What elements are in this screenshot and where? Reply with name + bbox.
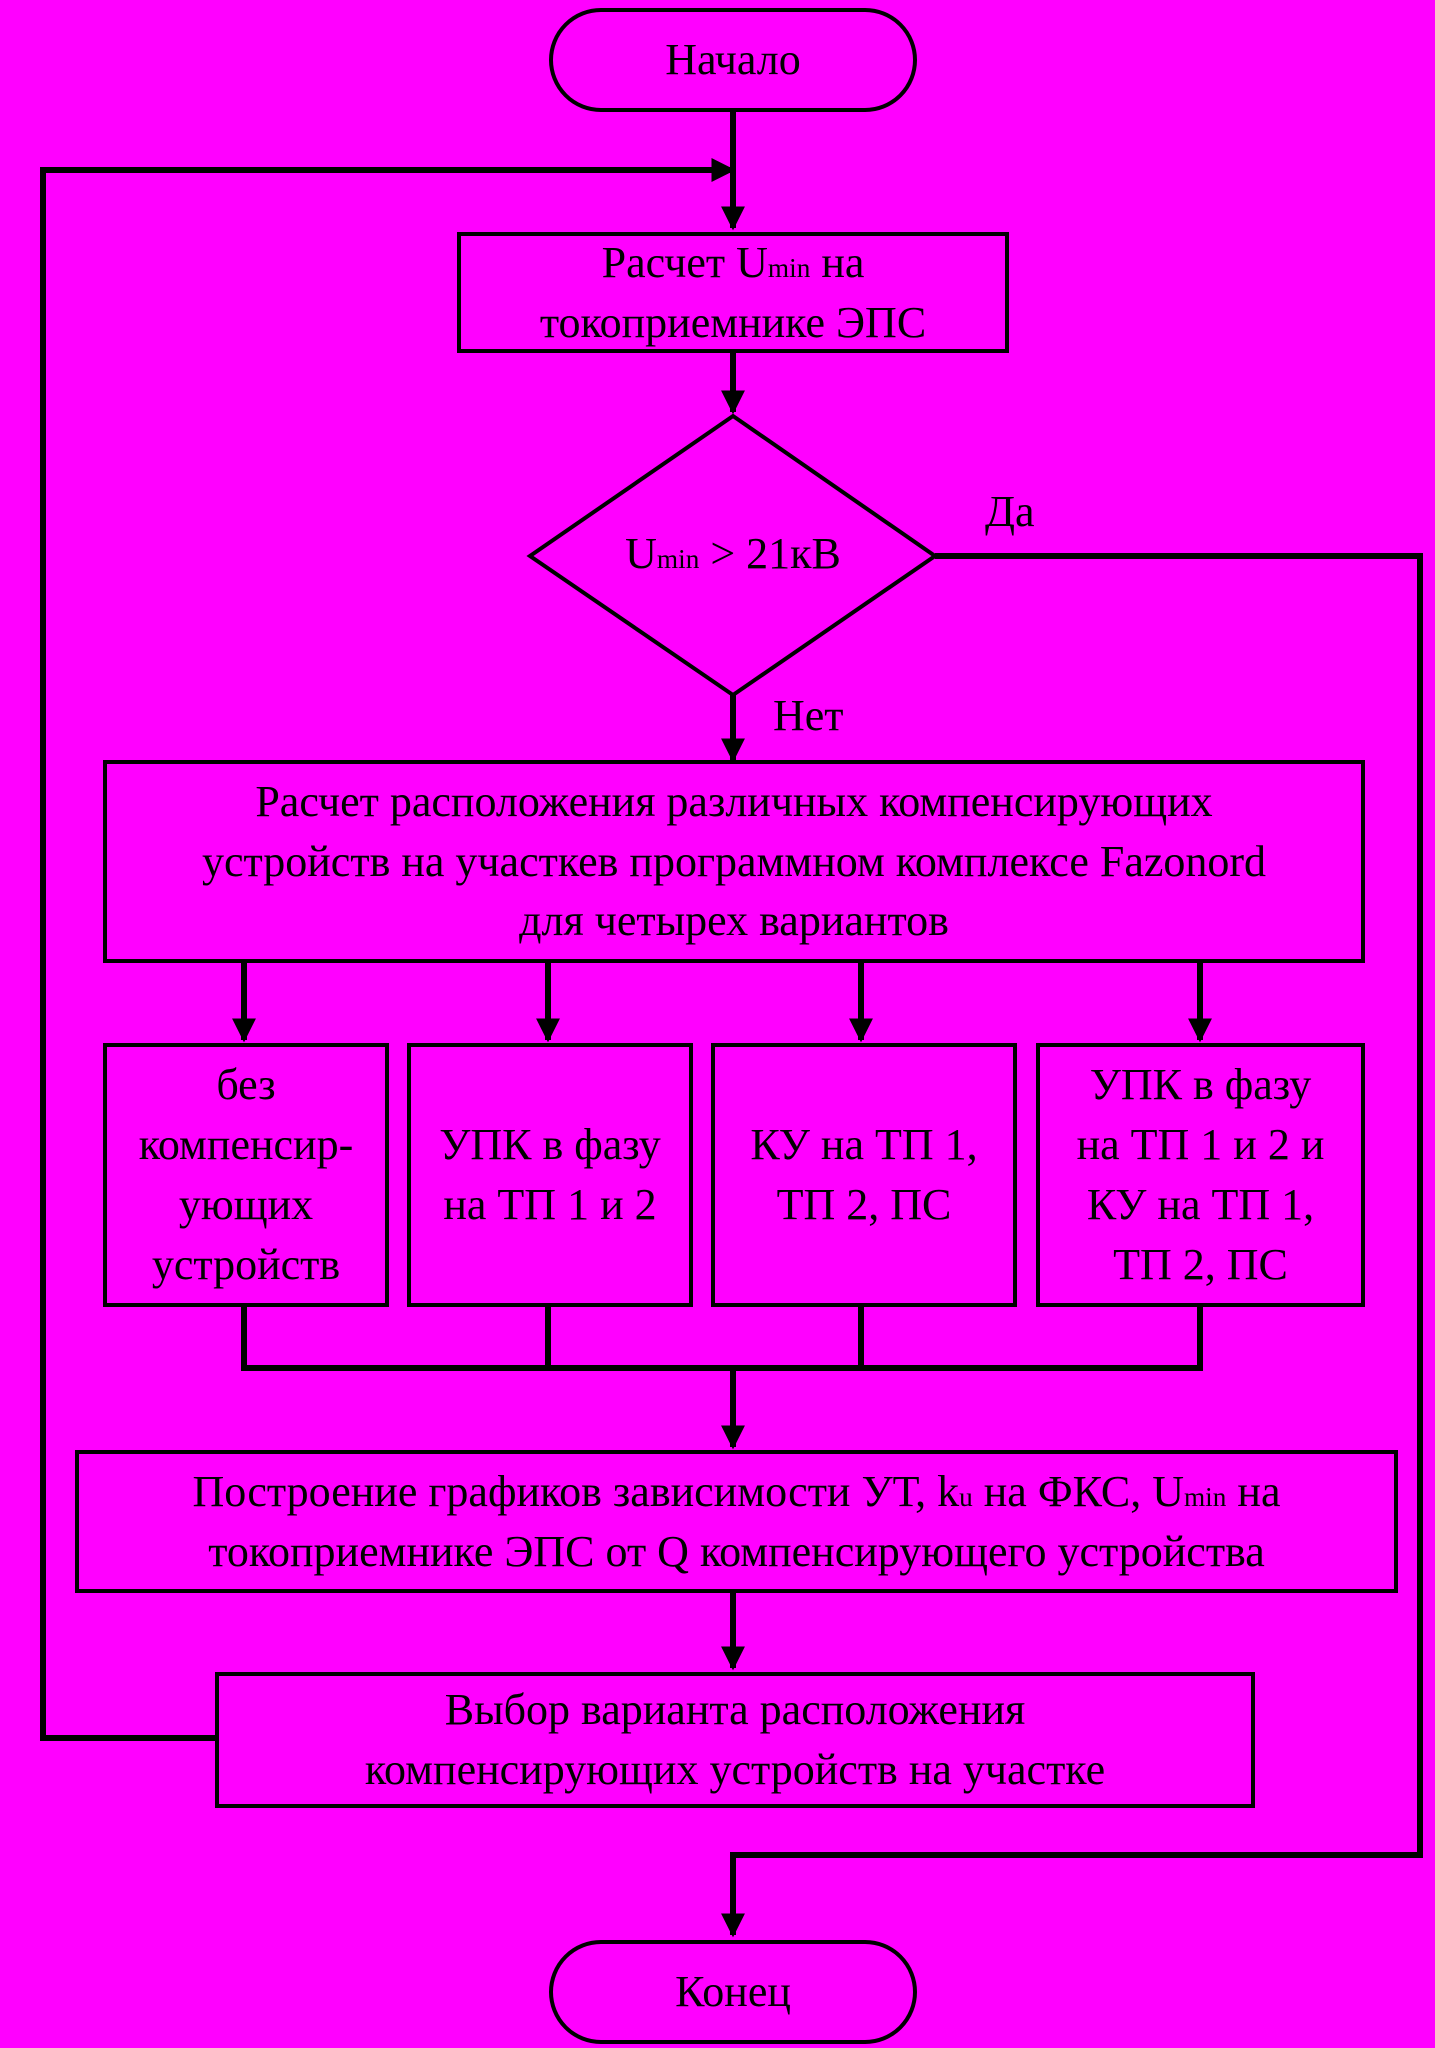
graphs-box: Построение графиков зависимости УТ, ku н… xyxy=(75,1450,1398,1593)
start-terminal: Начало xyxy=(549,8,917,112)
placement-calc-text: Расчет расположения различных компенсиру… xyxy=(201,776,1267,946)
decision-text: Umin > 21кВ xyxy=(625,529,841,578)
calc-umin-box: Расчет Umin на токоприемнике ЭПС xyxy=(457,232,1009,353)
yes-label: Да xyxy=(985,487,1035,536)
choice-text: Выбор варианта расположения компенсирующ… xyxy=(364,1685,1106,1794)
loop-back-line xyxy=(40,158,736,1741)
graphs-text: Построение графиков зависимости УТ, ku н… xyxy=(192,1466,1281,1576)
no-label: Нет xyxy=(773,691,844,740)
choice-box: Выбор варианта расположения компенсирующ… xyxy=(215,1672,1255,1808)
placement-calc-box: Расчет расположения различных компенсиру… xyxy=(103,760,1365,963)
yes-branch-line xyxy=(721,553,1423,1938)
variant-ku: КУ на ТП 1, ТП 2, ПС xyxy=(711,1043,1017,1307)
end-label: Конец xyxy=(675,1967,791,2017)
variant-no-compensation: без компенсир- ующих устройств xyxy=(103,1043,389,1307)
variant-upk: УПК в фазу на ТП 1 и 2 xyxy=(407,1043,693,1307)
calc-umin-text: Расчет Umin на токоприемнике ЭПС xyxy=(539,237,927,347)
start-label: Начало xyxy=(665,35,801,85)
end-terminal: Конец xyxy=(549,1940,917,2044)
variant-upk-ku: УПК в фазу на ТП 1 и 2 и КУ на ТП 1, ТП … xyxy=(1036,1043,1365,1307)
decision-diamond xyxy=(526,413,939,698)
